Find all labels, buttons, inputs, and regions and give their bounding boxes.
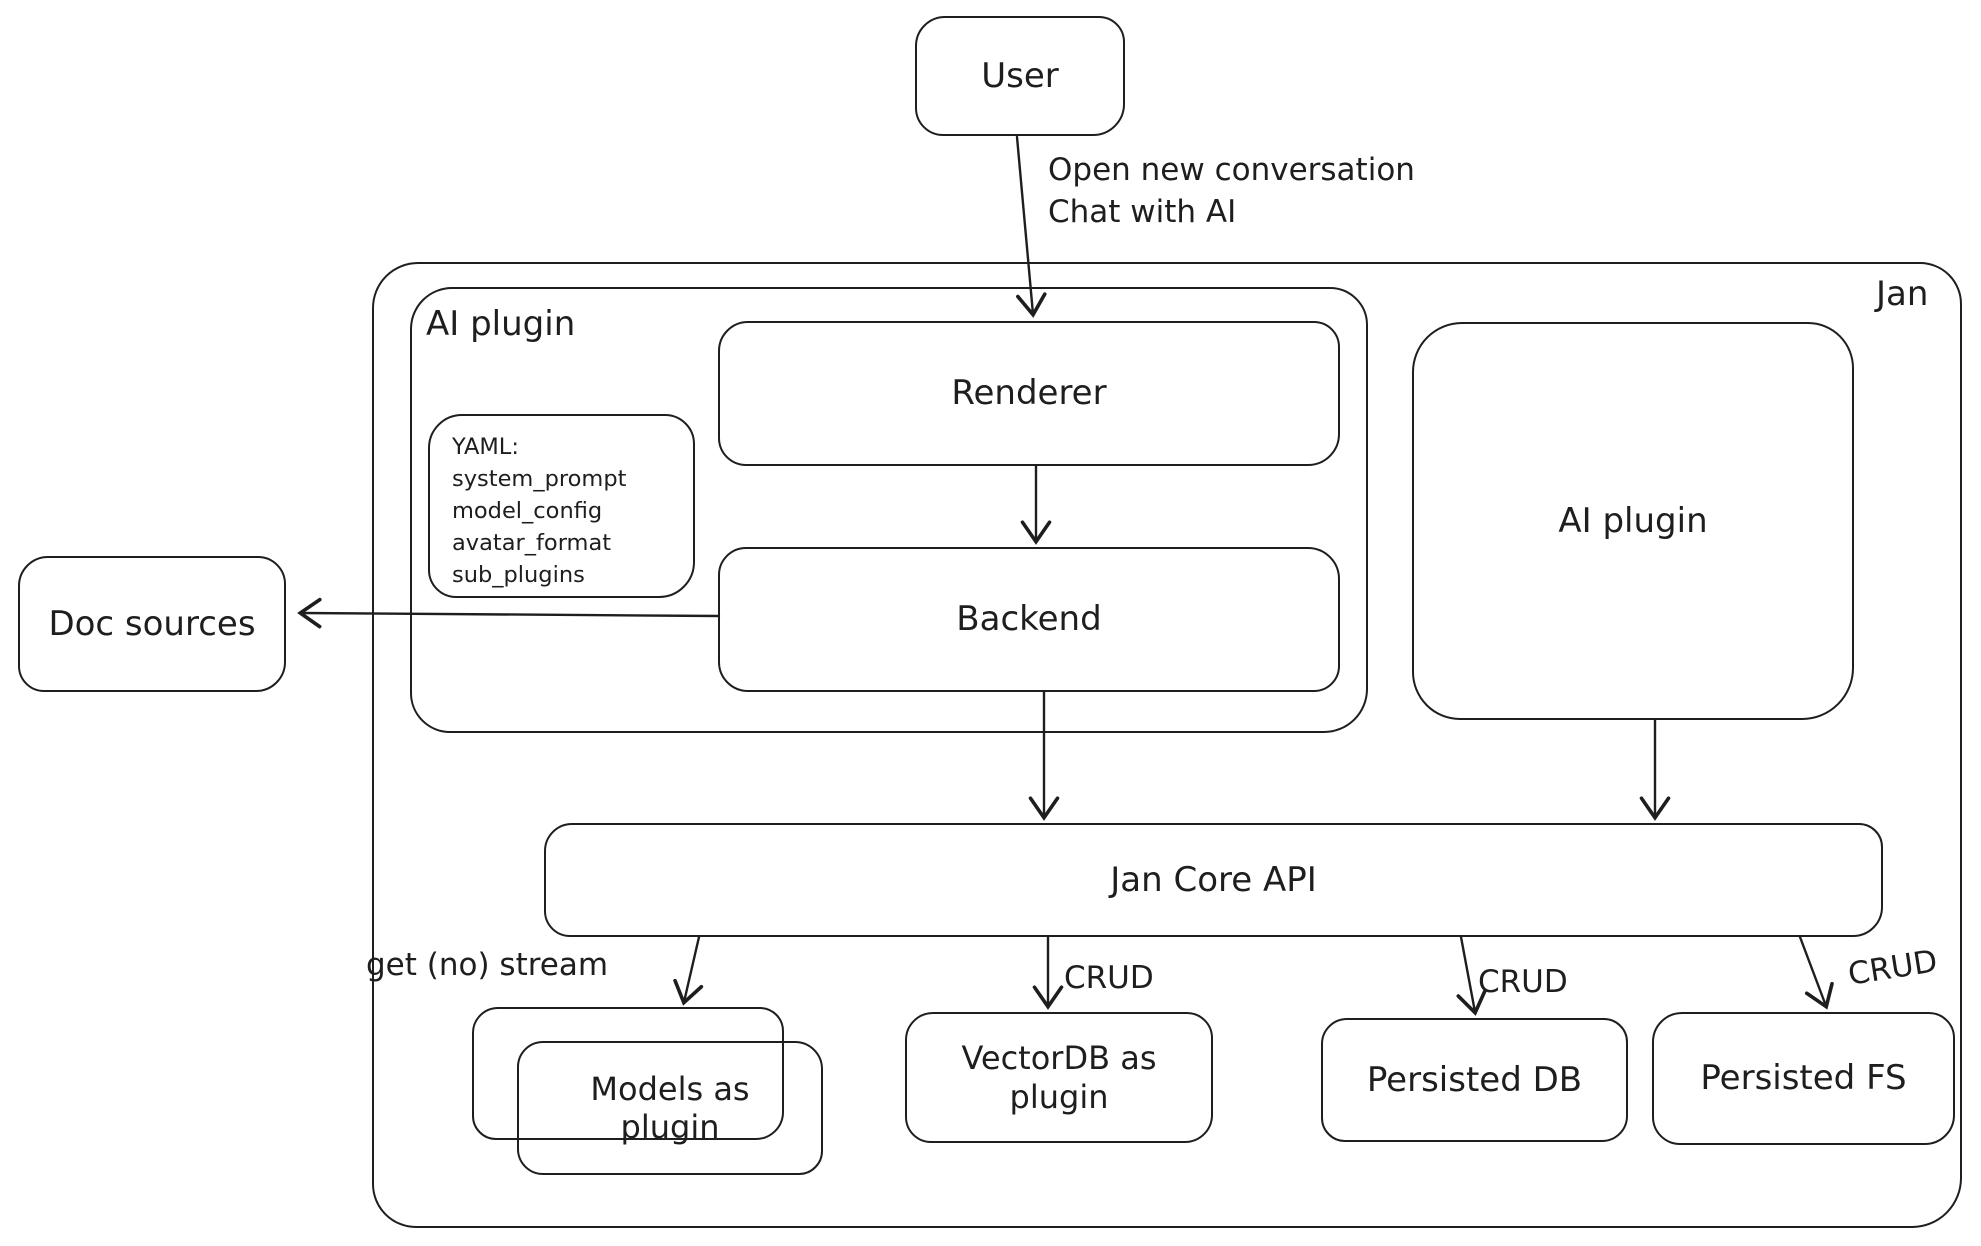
models-as-plugin-outer-box bbox=[472, 1007, 784, 1140]
backend-node-label: Backend bbox=[956, 599, 1102, 640]
yaml-note-line: system_prompt bbox=[452, 465, 627, 492]
persisted-fs-node: Persisted FS bbox=[1652, 1012, 1955, 1145]
backend-node: Backend bbox=[718, 547, 1340, 692]
edge-label-open-new-conversation: Open new conversation Chat with AI bbox=[1048, 152, 1415, 230]
jan-container bbox=[372, 262, 1962, 1228]
edge-label-crud-persisted-db: CRUD bbox=[1478, 964, 1568, 1000]
ai-plugin-right-node-label: AI plugin bbox=[1558, 500, 1708, 541]
doc-sources-node-label: Doc sources bbox=[48, 603, 256, 644]
user-node: User bbox=[915, 16, 1125, 136]
ai-plugin-container-label: AI plugin bbox=[426, 304, 576, 344]
yaml-note-line: sub_plugins bbox=[452, 561, 585, 588]
yaml-note-line: model_config bbox=[452, 497, 603, 524]
ai-plugin-right-node: AI plugin bbox=[1412, 322, 1854, 720]
doc-sources-node: Doc sources bbox=[18, 556, 286, 692]
vectordb-as-plugin-node-label: VectorDB as plugin bbox=[961, 1039, 1157, 1116]
jan-container-label: Jan bbox=[1876, 274, 1929, 314]
jan-core-api-node: Jan Core API bbox=[544, 823, 1883, 937]
edge-label-get-no-stream: get (no) stream bbox=[366, 947, 609, 983]
models-as-plugin-node-label: Models as plugin bbox=[590, 1069, 750, 1146]
renderer-node-label: Renderer bbox=[951, 373, 1107, 414]
user-node-label: User bbox=[981, 55, 1059, 96]
persisted-db-node: Persisted DB bbox=[1321, 1018, 1628, 1142]
ai-plugin-container bbox=[410, 287, 1368, 733]
renderer-node: Renderer bbox=[718, 321, 1340, 466]
models-as-plugin-node: Models as plugin bbox=[517, 1041, 823, 1175]
vectordb-as-plugin-node: VectorDB as plugin bbox=[905, 1012, 1213, 1143]
yaml-note-line: YAML: bbox=[452, 434, 519, 460]
persisted-fs-node-label: Persisted FS bbox=[1700, 1058, 1907, 1099]
persisted-db-node-label: Persisted DB bbox=[1366, 1059, 1583, 1100]
yaml-note-line: avatar_format bbox=[452, 529, 612, 556]
jan-core-api-node-label: Jan Core API bbox=[1110, 859, 1317, 900]
edge-label-crud-vectordb: CRUD bbox=[1064, 960, 1154, 996]
yaml-note: YAML: system_prompt model_config avatar_… bbox=[428, 414, 695, 598]
